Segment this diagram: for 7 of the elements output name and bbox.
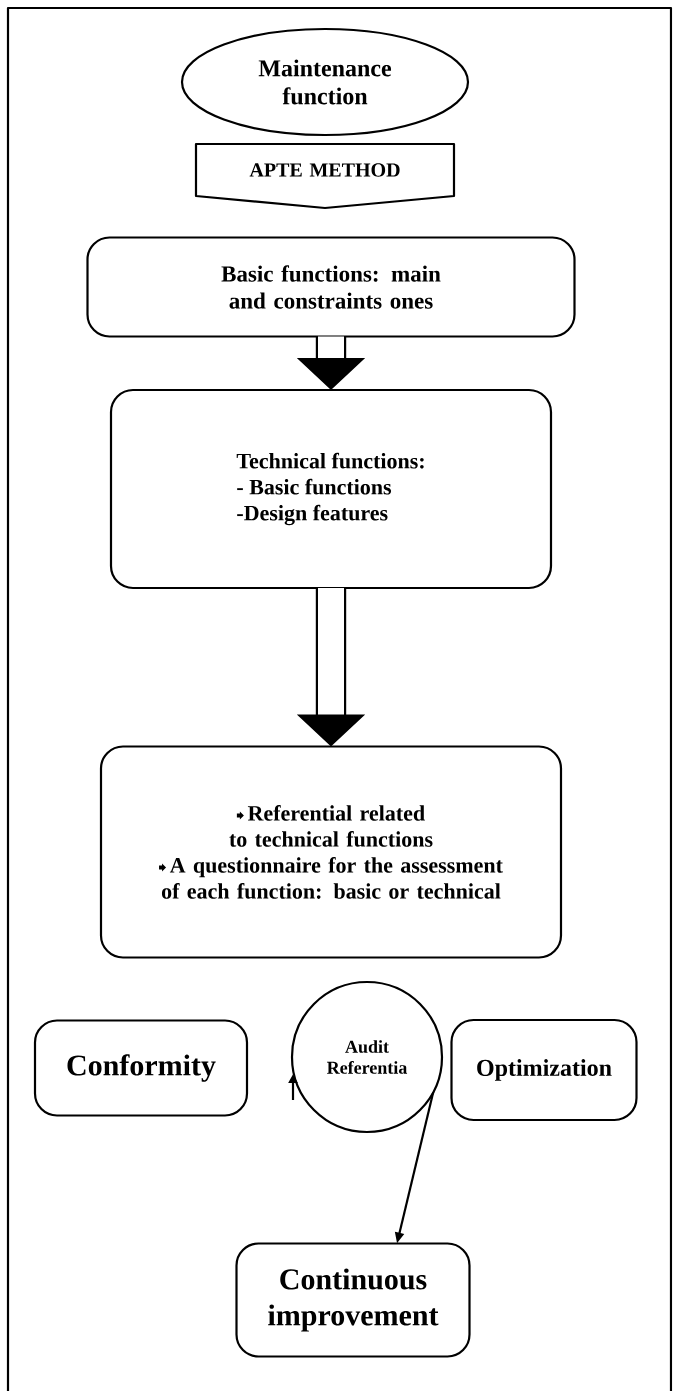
pentagon-arrow-box: APTE METHOD: [194, 142, 456, 210]
process-box: Referential related to technical functions A questionnaire for the assessment of each function: basic or technical: [99, 745, 563, 959]
process-box: Continuous improvement: [235, 1242, 471, 1358]
process-box: Optimization: [450, 1018, 638, 1122]
process-box: Technical functions: - Basic functions -Design features: [109, 388, 553, 590]
process-box: Conformity: [33, 1019, 249, 1117]
process-box: Basic functions: main and constraints ones: [86, 236, 576, 338]
